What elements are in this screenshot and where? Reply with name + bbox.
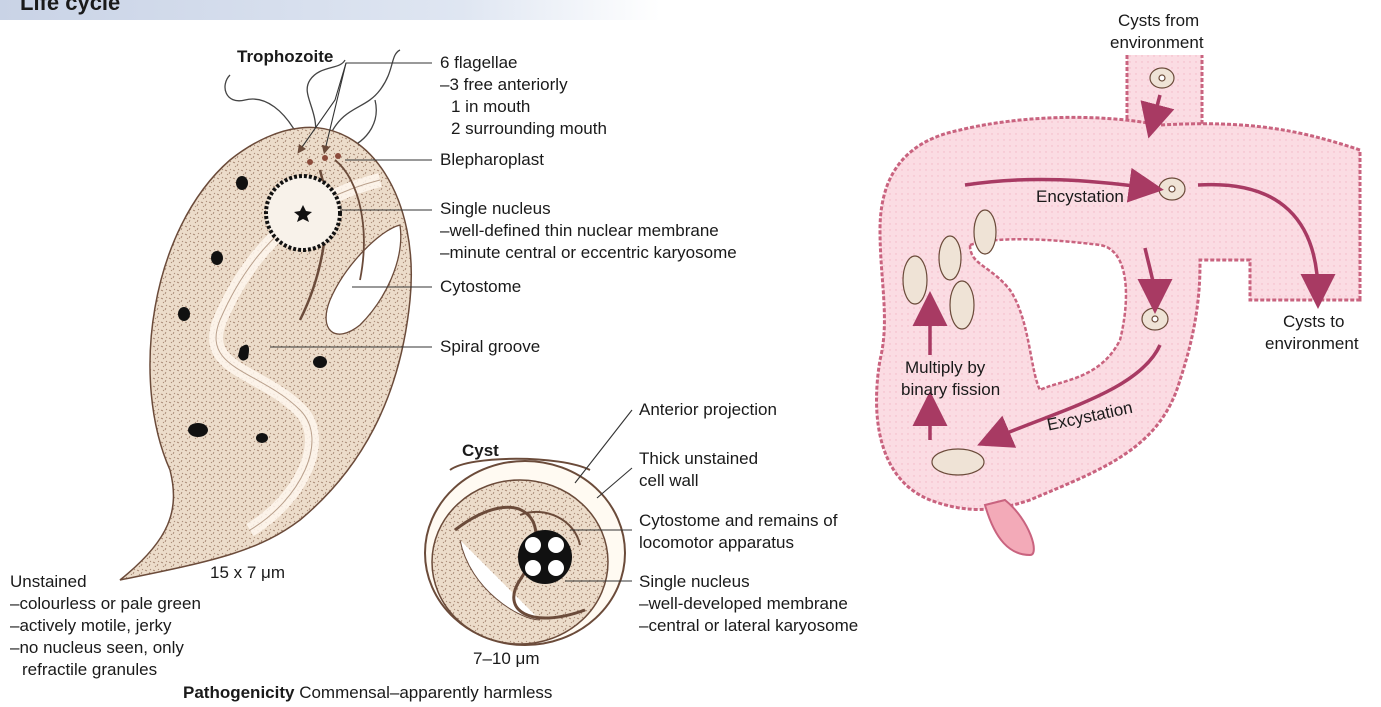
pathogenicity-label: Pathogenicity (183, 683, 294, 702)
cysts-to-label-2: environment (1265, 333, 1359, 355)
encystation-label: Encystation (1036, 186, 1124, 208)
cytostome-label: Cytostome (440, 276, 521, 298)
cell-wall-label-2: cell wall (639, 470, 699, 492)
flagellae-label: 6 flagellae (440, 52, 518, 74)
cyst-illustration (425, 410, 632, 645)
flagellae-detail-3: 2 surrounding mouth (451, 118, 607, 140)
cyst-cytostome-label-2: locomotor apparatus (639, 532, 794, 554)
trophozoite-title: Trophozoite (237, 46, 333, 68)
nucleus-detail-1: –well-defined thin nuclear membrane (440, 220, 719, 242)
cell-wall-label-1: Thick unstained (639, 448, 758, 470)
flagellae-detail-1: –3 free anteriorly (440, 74, 568, 96)
cyst-title: Cyst (462, 440, 499, 462)
life-cycle-diagram (877, 55, 1360, 555)
multiply-label-2: binary fission (901, 379, 1000, 401)
cyst-nucleus-detail-1: –well-developed membrane (639, 593, 848, 615)
anterior-projection-label: Anterior projection (639, 399, 777, 421)
cyst-nucleus-label: Single nucleus (639, 571, 750, 593)
multiply-label-1: Multiply by (905, 357, 985, 379)
flagellae-detail-2: 1 in mouth (451, 96, 530, 118)
pathogenicity-line: Pathogenicity Commensal–apparently harml… (183, 682, 552, 704)
trophozoite-illustration (120, 50, 432, 580)
unstained-line-3: –actively motile, jerky (10, 615, 172, 637)
nucleus-label: Single nucleus (440, 198, 551, 220)
unstained-line-1: Unstained (10, 571, 87, 593)
trophozoite-size: 15 x 7 μm (210, 562, 285, 584)
cysts-from-label-2: environment (1110, 32, 1204, 54)
cyst-nucleus-detail-2: –central or lateral karyosome (639, 615, 858, 637)
spiral-groove-label: Spiral groove (440, 336, 540, 358)
cyst-nucleus (518, 530, 572, 584)
cysts-from-label-1: Cysts from (1118, 10, 1199, 32)
unstained-line-4: –no nucleus seen, only (10, 637, 184, 659)
pathogenicity-text: Commensal–apparently harmless (299, 683, 552, 702)
cysts-to-label-1: Cysts to (1283, 311, 1344, 333)
cyst-size: 7–10 μm (473, 648, 540, 670)
blepharoplast-label: Blepharoplast (440, 149, 544, 171)
unstained-line-5: refractile granules (22, 659, 157, 681)
nucleus-detail-2: –minute central or eccentric karyosome (440, 242, 737, 264)
unstained-line-2: –colourless or pale green (10, 593, 201, 615)
cyst-cytostome-label-1: Cytostome and remains of (639, 510, 837, 532)
